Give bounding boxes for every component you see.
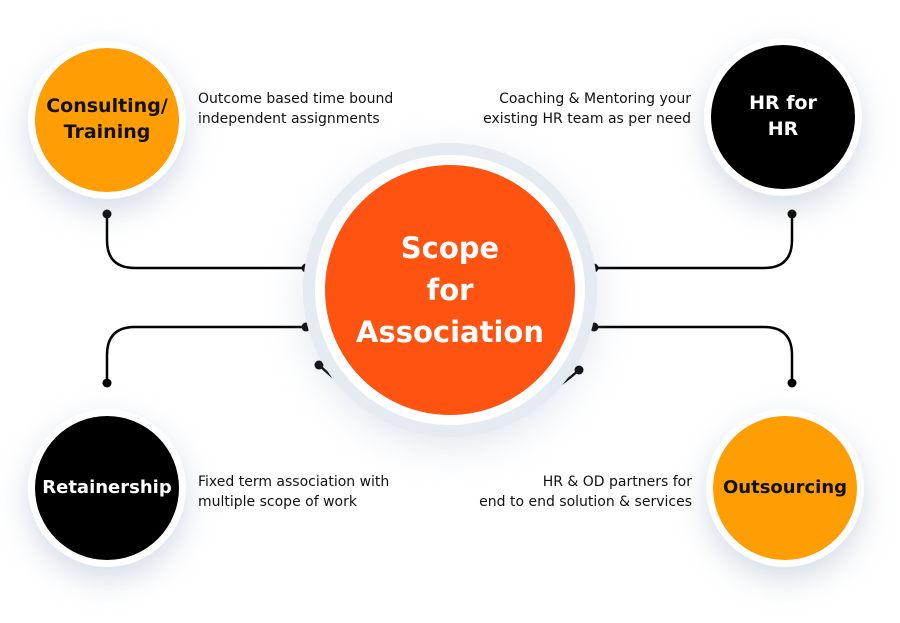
hrforhr-label-2: HR — [767, 118, 799, 140]
retainership-desc-line2: multiple scope of work — [198, 494, 357, 510]
center-line3: Association — [356, 315, 544, 350]
consulting-desc-line2: independent assignments — [198, 111, 380, 127]
outsourcing-desc-line2: end to end solution & services — [479, 494, 692, 510]
connector-retainership — [105, 325, 306, 383]
outsourcing-description: HR & OD partners for end to end solution… — [479, 472, 692, 512]
outsourcing-label: Outsourcing — [722, 476, 848, 498]
center-line1: Scope — [400, 230, 500, 265]
bottom-arc — [318, 364, 580, 420]
consulting-desc-line1: Outcome based time bound — [198, 91, 394, 107]
center-scope-circle: Scope for Association — [325, 165, 575, 415]
outsourcing-circle: Outsourcing — [713, 416, 857, 560]
consulting-label-2: Training — [63, 121, 151, 143]
retainership-circle: Retainership — [35, 416, 179, 560]
connector-hrforhr — [594, 214, 794, 270]
hrforhr-description: Coaching & Mentoring your existing HR te… — [483, 89, 691, 129]
retainership-description: Fixed term association with multiple sco… — [198, 472, 389, 512]
connector-consulting — [105, 214, 306, 270]
outsourcing-desc-line1: HR & OD partners for — [542, 474, 692, 490]
hrforhr-desc-line1: Coaching & Mentoring your — [499, 91, 691, 107]
connector-outsourcing — [594, 325, 794, 383]
hrforhr-label-1: HR for — [749, 92, 817, 115]
consulting-label-1: Consulting/ — [46, 95, 168, 118]
center-line2: for — [426, 272, 474, 307]
consulting-training-circle: Consulting/ Training — [35, 48, 179, 192]
hrforhr-desc-line2: existing HR team as per need — [483, 111, 691, 127]
consulting-description: Outcome based time bound independent ass… — [198, 89, 393, 129]
retainership-label: Retainership — [42, 476, 172, 498]
hr-for-hr-circle: HR for HR — [711, 45, 855, 189]
retainership-desc-line1: Fixed term association with — [198, 474, 390, 490]
